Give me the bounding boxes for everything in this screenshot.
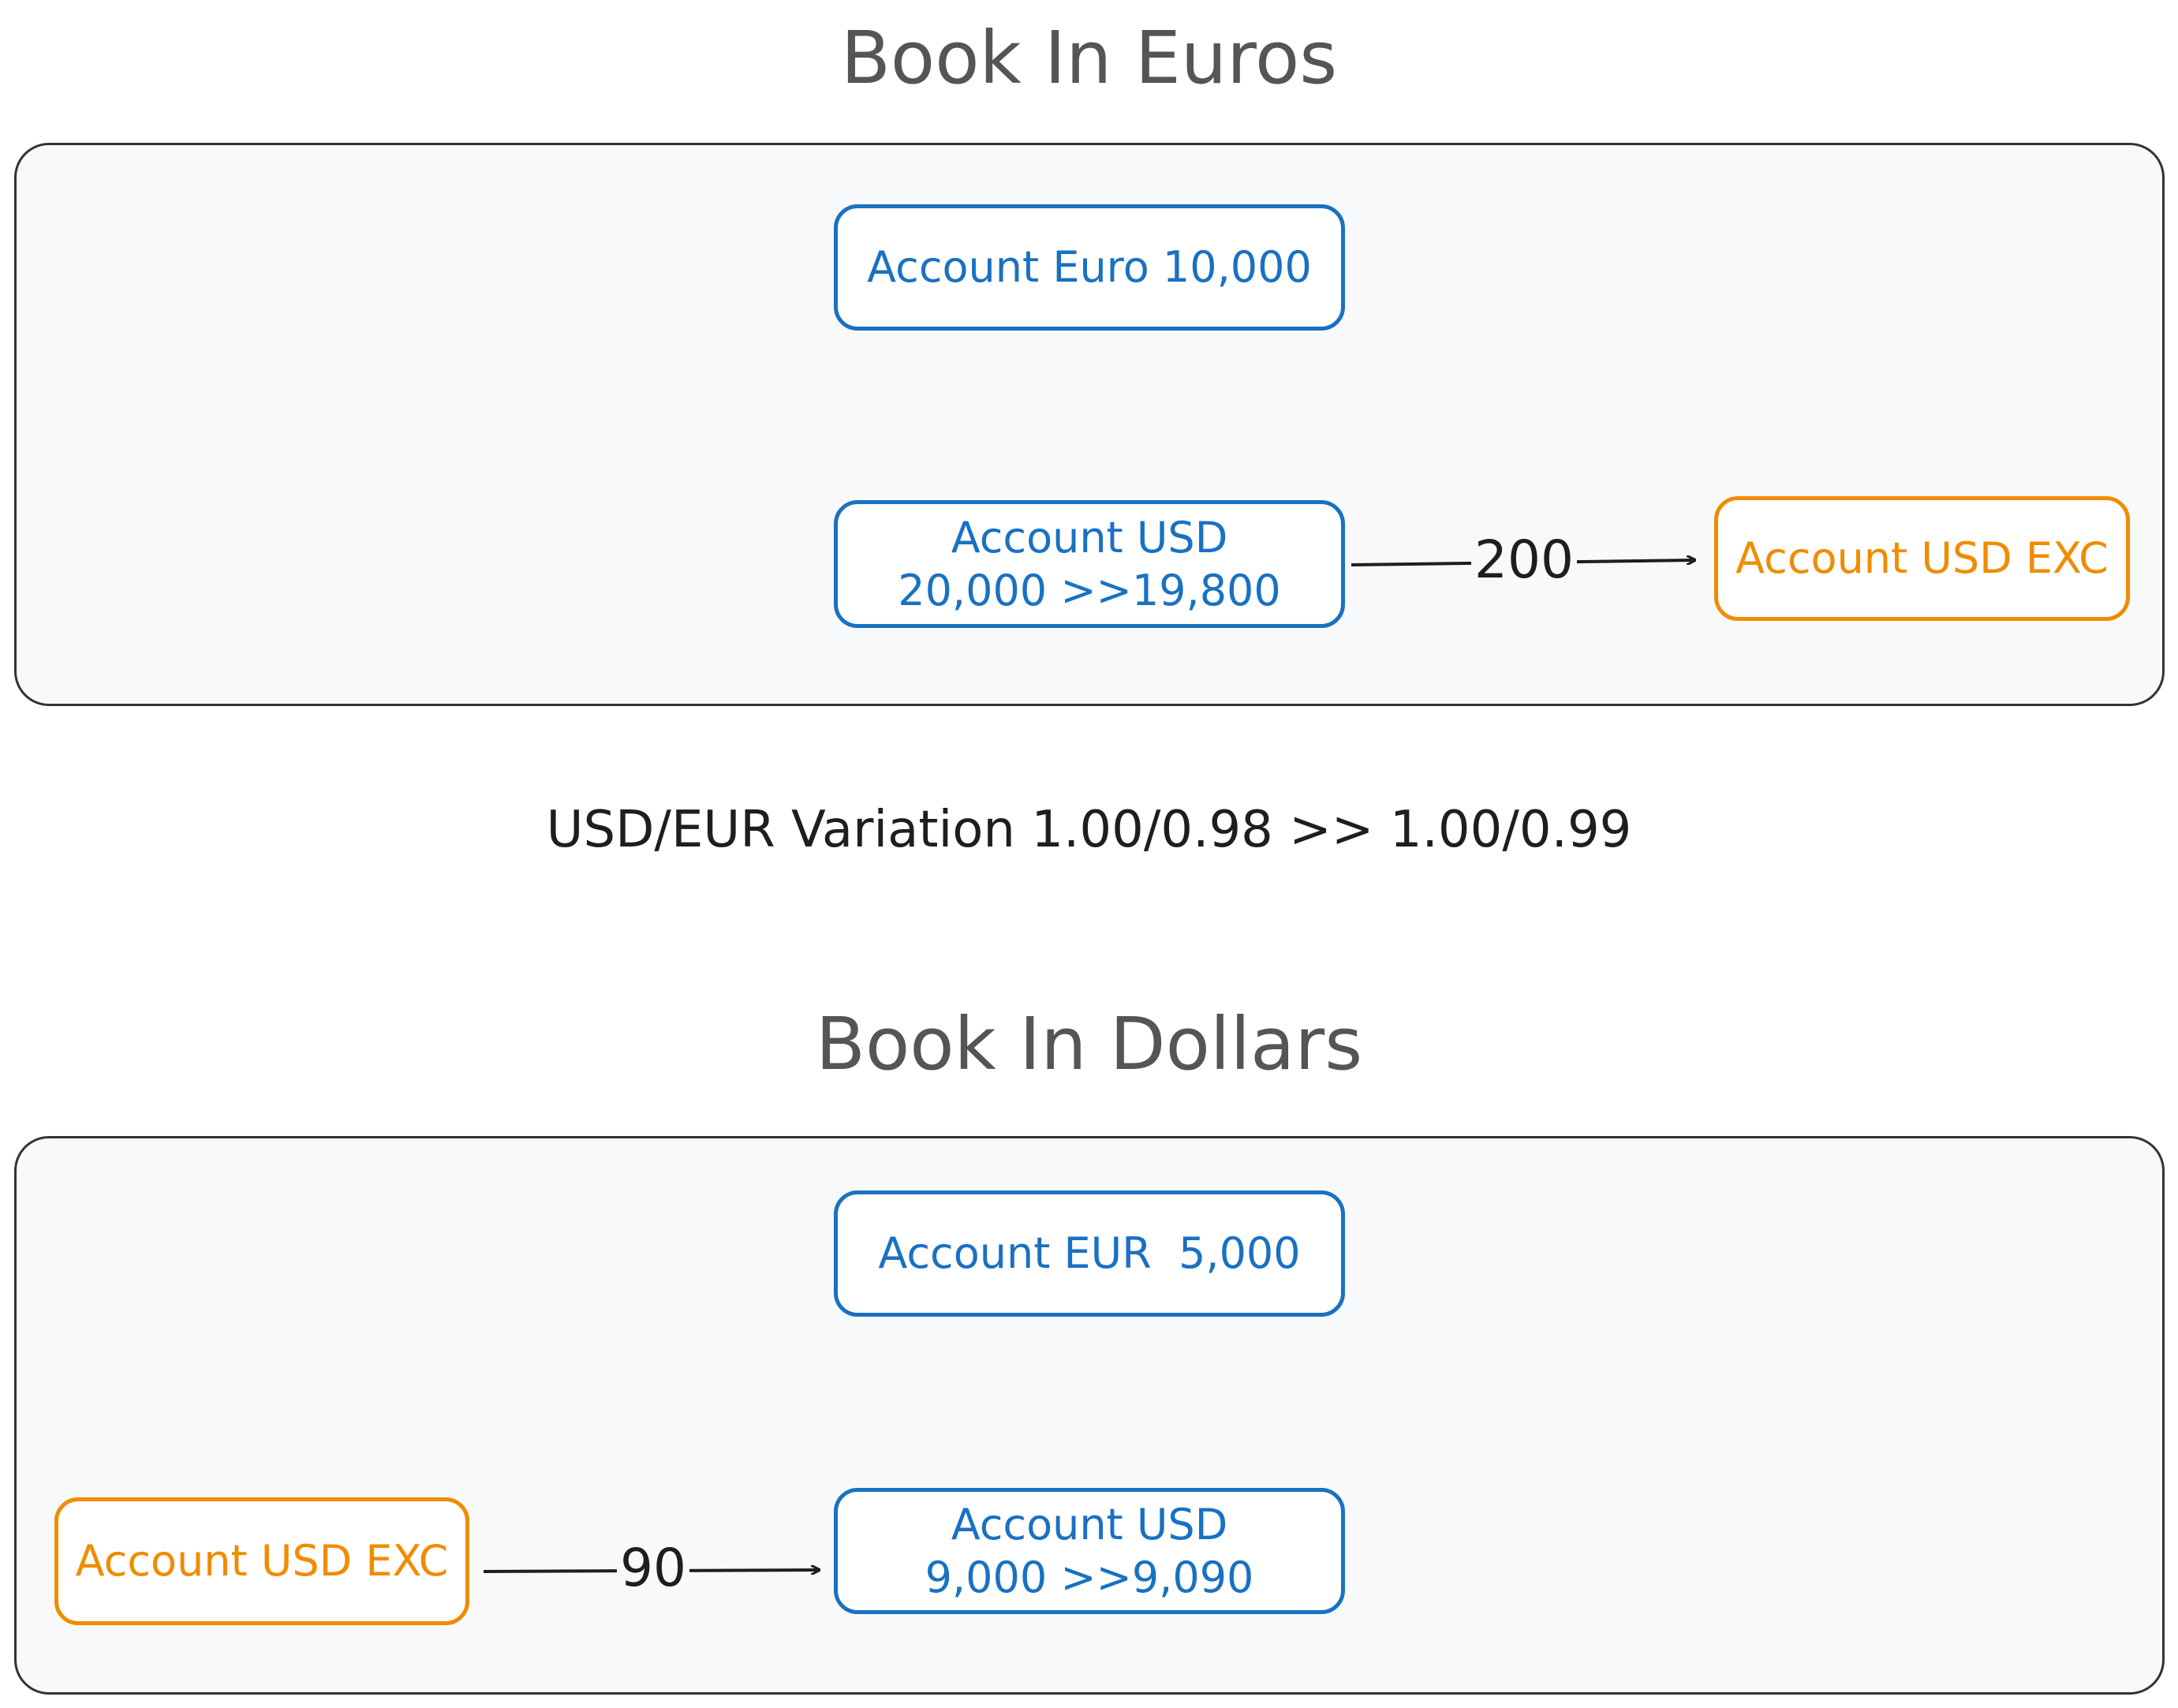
variation-text: USD/EUR Variation 1.00/0.98 >> 1.00/0.99 [546,801,1632,859]
book-euros-title: Book In Euros [840,16,1338,100]
account-usd-label-line1: Account USD [951,1499,1228,1549]
account-eur-node[interactable]: Account EUR 5,000 [834,1190,1345,1317]
account-usd-node-euros[interactable]: Account USD 20,000 >>19,800 [834,500,1345,628]
account-usd-exc-node-dollars[interactable]: Account USD EXC [54,1497,469,1625]
account-usd-label-line1: Account USD [951,512,1228,562]
arrow-label-90: 90 [617,1542,689,1594]
account-euro-node[interactable]: Account Euro 10,000 [834,204,1345,331]
account-euro-label: Account Euro 10,000 [867,242,1312,293]
arrow-label-200: 200 [1471,534,1577,586]
account-eur-label: Account EUR 5,000 [878,1228,1301,1279]
account-usd-node-dollars[interactable]: Account USD 9,000 >>9,090 [834,1488,1345,1614]
account-usd-label-line2: 9,000 >>9,090 [925,1553,1254,1602]
account-usd-exc-label: Account USD EXC [1735,533,2109,584]
account-usd-exc-node-euros[interactable]: Account USD EXC [1714,496,2130,621]
book-dollars-title: Book In Dollars [815,1002,1363,1086]
account-usd-exc-label: Account USD EXC [75,1536,449,1587]
account-usd-label-line2: 20,000 >>19,800 [898,566,1281,615]
